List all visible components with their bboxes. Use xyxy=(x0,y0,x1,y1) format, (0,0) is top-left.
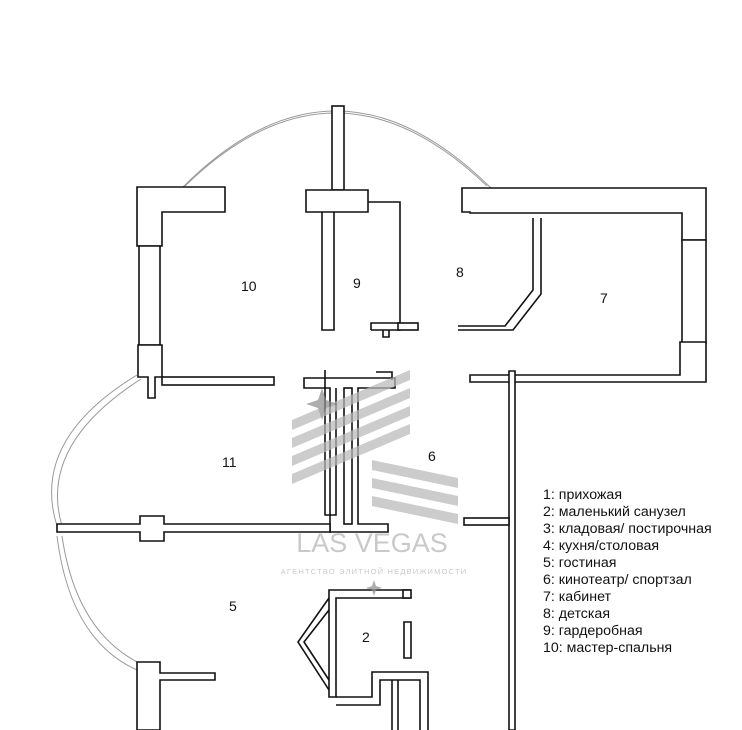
room-label-9: 9 xyxy=(353,275,361,291)
room-label-7: 7 xyxy=(600,290,608,306)
room-label-5: 5 xyxy=(229,598,237,614)
room-labels: 10 9 8 7 11 6 5 2 xyxy=(222,264,608,645)
watermark-title: LAS VEGAS xyxy=(296,528,448,558)
watermark-subtitle: АГЕНТСТВО ЭЛИТНОЙ НЕДВИЖИМОСТИ xyxy=(281,567,468,576)
legend-item: 1: прихожая xyxy=(543,487,623,503)
legend-item: 8: детская xyxy=(543,606,610,622)
legend-item: 10: мастер-спальня xyxy=(543,640,673,656)
room-legend: 1: прихожая 2: маленький санузел 3: клад… xyxy=(543,487,742,657)
stripes-and-star-logo-icon xyxy=(292,370,458,596)
window-arcs xyxy=(51,110,492,671)
legend-item: 7: кабинет xyxy=(543,589,611,605)
walls xyxy=(56,105,707,730)
legend-item: 5: гостиная xyxy=(543,555,617,571)
room-label-8: 8 xyxy=(456,264,464,280)
legend-item: 3: кладовая/ постирочная xyxy=(543,521,712,537)
room-label-10: 10 xyxy=(241,278,257,294)
room-label-11: 11 xyxy=(222,454,237,470)
legend-item: 6: кинотеатр/ спортзал xyxy=(543,572,692,588)
room-label-2: 2 xyxy=(362,629,370,645)
watermark-logo: LAS VEGAS АГЕНТСТВО ЭЛИТНОЙ НЕДВИЖИМОСТИ xyxy=(281,370,468,596)
legend-item: 9: гардеробная xyxy=(543,623,643,639)
legend-item: 2: маленький санузел xyxy=(543,504,686,520)
legend-item: 4: кухня/столовая xyxy=(543,538,660,554)
room-label-6: 6 xyxy=(428,448,436,464)
